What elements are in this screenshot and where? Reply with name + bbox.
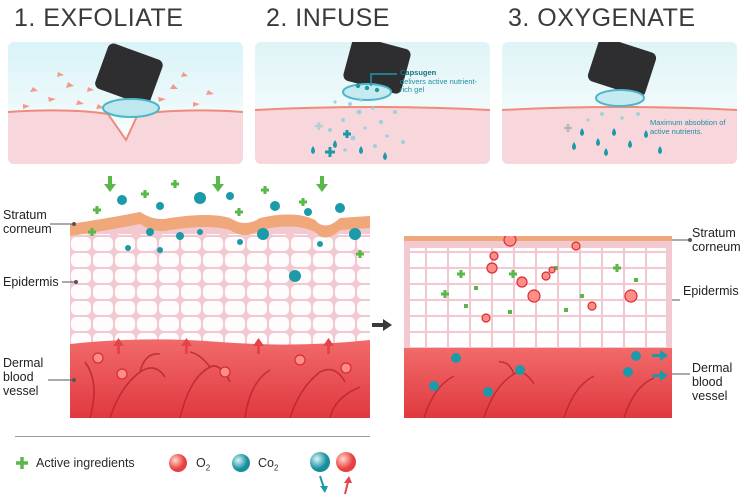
o2-sub: 2 <box>205 463 211 473</box>
skin-before-diagram <box>70 172 370 419</box>
capsugen-note: Capsugen delivers active nutrient-rich g… <box>400 68 480 95</box>
oxygenate-panel <box>502 42 737 164</box>
oxygenate-note: Maximum absobtion of active nutrients. <box>650 118 726 136</box>
o2-base: O <box>196 456 206 470</box>
o2-sphere-icon <box>167 452 189 479</box>
dermal-label-before: Dermal blood vessel <box>3 356 44 398</box>
epidermis-label-after: Epidermis <box>683 284 739 298</box>
co2-sub: 2 <box>273 463 279 473</box>
active-ingredients-icon <box>15 456 29 475</box>
step-1-title: 1. EXFOLIATE <box>14 4 184 32</box>
stratum-label-after: Stratum corneum <box>692 226 741 254</box>
device-head-icon <box>587 42 657 107</box>
skin-after-diagram <box>404 233 672 419</box>
stratum-label-before: Stratum corneum <box>3 208 52 236</box>
exfoliate-panel <box>8 42 243 164</box>
step-2-title: 2. INFUSE <box>266 4 390 32</box>
infuse-panel <box>255 42 490 164</box>
co2-sphere-icon <box>230 452 252 479</box>
legend-co2-label: Co2 <box>258 456 278 473</box>
capsugen-desc: delivers active nutrient-rich gel <box>400 76 478 94</box>
transition-arrow-icon <box>372 318 394 336</box>
legend-divider <box>15 436 370 437</box>
co2-base: Co <box>258 456 274 470</box>
device-head-icon <box>342 42 411 101</box>
gas-exchange-icon <box>308 450 360 501</box>
device-head-icon <box>95 43 163 118</box>
epidermis-label-before: Epidermis <box>3 275 59 289</box>
legend-o2-label: O2 <box>196 456 210 473</box>
capsugen-name: Capsugen <box>400 68 437 77</box>
legend-active-label: Active ingredients <box>36 456 135 470</box>
step-3-title: 3. OXYGENATE <box>508 4 696 32</box>
dermal-label-after: Dermal blood vessel <box>692 361 733 403</box>
